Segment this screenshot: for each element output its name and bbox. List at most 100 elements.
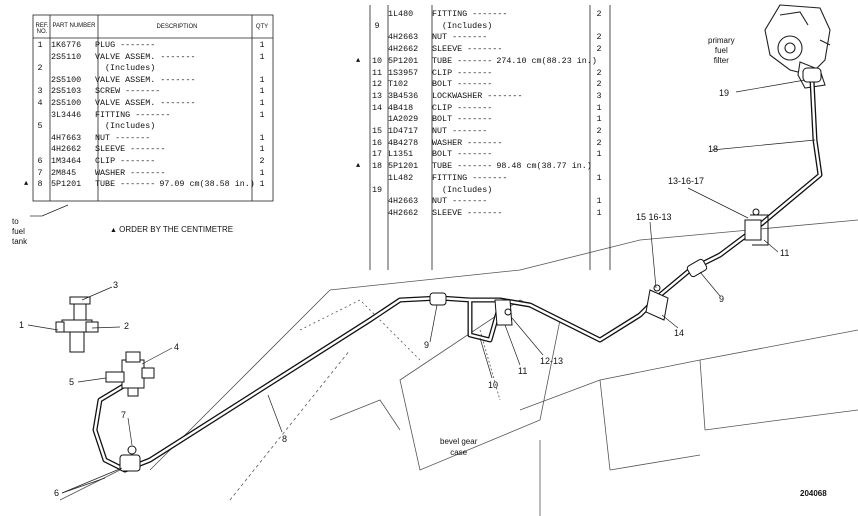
part-number: 1M3464 <box>51 156 82 166</box>
valve-assembly-4-5 <box>105 351 155 397</box>
part-description: TUBE -------274.10 cm(88.23 in.) <box>432 56 597 66</box>
leader-dots: ------- <box>125 167 166 178</box>
primary-fuel-filter-label: primary fuel filter <box>708 36 735 66</box>
ref-number: 17 <box>371 149 383 160</box>
part-number: 2M845 <box>51 167 77 178</box>
callout-9-right: 9 <box>719 294 725 304</box>
part-number: 1L482 <box>388 172 414 183</box>
to-fuel-tank-line-2: fuel <box>12 227 25 236</box>
callout-8: 8 <box>282 434 288 444</box>
quantity: 1 <box>259 86 265 97</box>
leader-lines <box>27 79 816 494</box>
figure-number: 204068 <box>800 489 827 498</box>
quantity: 1 <box>596 102 602 113</box>
quantity: 1 <box>259 51 265 62</box>
description-text: (Includes) <box>105 121 156 132</box>
clip-14 <box>645 284 669 321</box>
ref-number: 18 <box>371 161 383 172</box>
right-table-row: 9(Includes) <box>370 21 610 31</box>
part-description: WASHER ------- <box>432 138 502 148</box>
ref-number: 19 <box>371 184 383 195</box>
part-description: (Includes) <box>442 21 492 31</box>
part-description: VALVE ASSEM. ------- <box>95 75 196 85</box>
part-description: SLEEVE ------- <box>432 44 502 54</box>
part-number: 4B418 <box>388 102 414 113</box>
callout-6: 6 <box>54 488 60 498</box>
fitting-9-middle <box>429 292 447 306</box>
part-number: 2S5100 <box>51 98 82 108</box>
quantity: 1 <box>259 179 265 190</box>
ref-number: 2 <box>37 63 43 74</box>
leader-dots: ------- <box>115 40 156 50</box>
part-number: 4H2663 <box>388 196 419 207</box>
fitting-9-right <box>686 258 708 278</box>
header-ref-no: REF. NO. <box>35 23 49 35</box>
leader-dots: ------- <box>452 149 493 160</box>
triangle-marker-icon: ▲ <box>110 227 117 234</box>
part-number: 4H2663 <box>388 32 419 43</box>
callout-5: 5 <box>69 377 75 387</box>
leader-dots: ------- <box>125 144 166 155</box>
callout-14: 14 <box>674 328 685 338</box>
clip-upper-right <box>744 208 769 246</box>
callout-18: 18 <box>708 144 719 154</box>
leader-dots: ------- <box>130 109 171 120</box>
leader-dots: ------- <box>462 44 503 55</box>
part-description: TUBE -------98.48 cm(38.77 in.) <box>432 161 592 171</box>
part-number: 4H7663 <box>51 132 82 143</box>
bevel-gear-case-line-1: bevel gear <box>440 437 478 446</box>
ref-number: 13 <box>371 90 383 101</box>
description-text: CLIP <box>432 67 453 78</box>
triangle-marker-icon: ▲ <box>356 162 361 171</box>
ref-number: 16 <box>371 137 383 148</box>
header-qty: QTY <box>255 24 269 30</box>
bevel-gear-case-label: bevel gear case <box>440 436 477 458</box>
description-text: CLIP <box>432 102 453 113</box>
right-table-row: 19(Includes) <box>370 185 610 195</box>
clip-11-middle <box>494 299 513 326</box>
part-description: (Includes) <box>105 121 155 131</box>
callout-1: 1 <box>19 320 25 330</box>
right-table-row: 18 ▲ 5P1201 TUBE -------98.48 cm(38.77 in.) <box>356 161 610 172</box>
quantity: 3 <box>596 90 602 101</box>
part-description: LOCKWASHER ------- <box>432 91 522 101</box>
quantity: 1 <box>596 114 602 125</box>
leader-dots: ------- <box>155 51 196 62</box>
quantity: 2 <box>596 44 602 55</box>
leader-dots: ------- <box>115 179 156 190</box>
part-description: SCREW ------- <box>95 86 160 96</box>
leader-dots: ------- <box>462 207 503 218</box>
ref-number: 1 <box>37 40 43 50</box>
part-description: VALVE ASSEM. ------- <box>95 52 196 62</box>
description-text: TUBE <box>432 161 453 172</box>
leader-dots: ------- <box>120 86 161 97</box>
description-text: TUBE <box>95 179 116 190</box>
primary-fuel-filter-line-3: filter <box>713 56 729 65</box>
quantity: 1 <box>596 207 602 218</box>
quantity: 1 <box>259 132 265 143</box>
description-text: (Includes) <box>105 63 156 74</box>
tube-length: 97.09 cm(38.58 in.) <box>159 179 255 190</box>
part-description: BOLT ------- <box>432 79 492 89</box>
part-number: 5P1201 <box>388 161 419 172</box>
callout-10: 10 <box>488 380 499 390</box>
description-text: CLIP <box>95 156 116 166</box>
description-text: SLEEVE <box>432 44 463 55</box>
part-description: CLIP ------- <box>432 103 492 113</box>
part-number: 4B4278 <box>388 137 419 148</box>
quantity: 2 <box>596 32 602 43</box>
callout-13-16-17: 13-16-17 <box>668 176 705 186</box>
ref-number: 7 <box>37 167 43 178</box>
description-text: SLEEVE <box>95 144 126 155</box>
